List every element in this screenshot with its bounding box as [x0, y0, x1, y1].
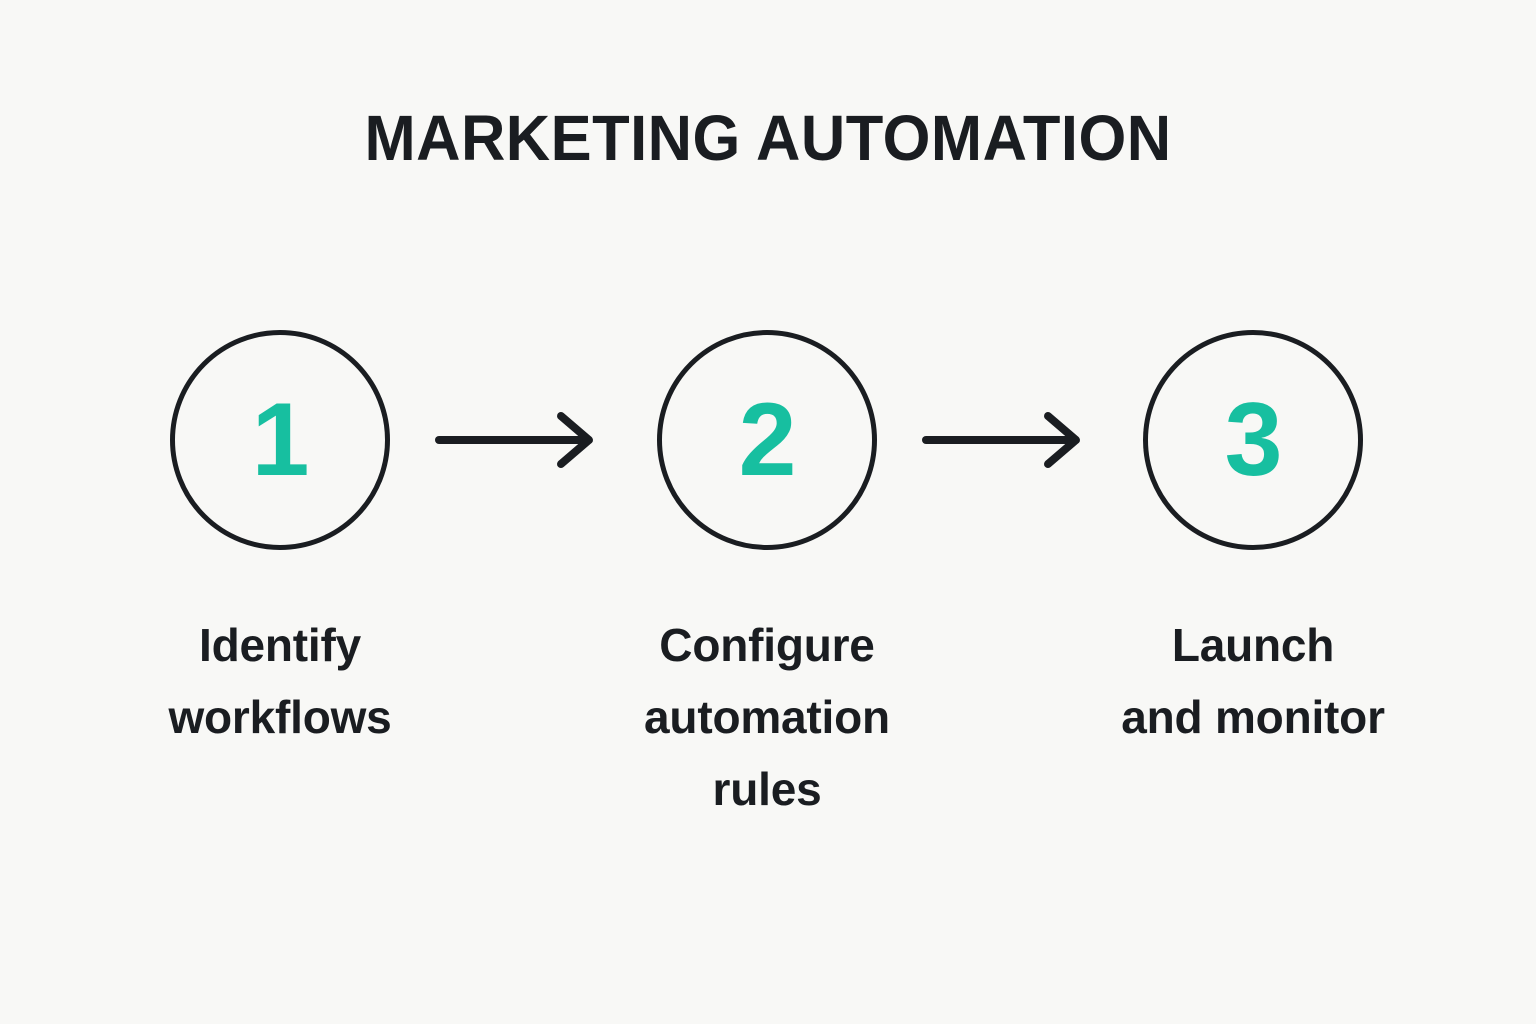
arrow-right-icon-1	[435, 410, 605, 470]
step-3-number: 3	[1224, 382, 1283, 498]
process-step-2: 2 Configure automation rules	[602, 330, 932, 825]
step-2-number: 2	[738, 382, 797, 498]
step-1-circle: 1	[170, 330, 390, 550]
arrow-right-icon-2	[922, 410, 1092, 470]
step-3-circle: 3	[1143, 330, 1363, 550]
step-2-circle: 2	[657, 330, 877, 550]
process-steps-row: 1 Identify workflows 2 Configure automat…	[0, 330, 1536, 830]
step-1-number: 1	[251, 382, 310, 498]
step-3-label: Launch and monitor	[1121, 619, 1385, 743]
process-step-1: 1 Identify workflows	[115, 330, 445, 754]
page-title: MARKETING AUTOMATION	[364, 102, 1172, 174]
process-step-3: 3 Launch and monitor	[1088, 330, 1418, 754]
step-2-label: Configure automation rules	[644, 619, 890, 815]
step-1-label: Identify workflows	[168, 619, 392, 743]
